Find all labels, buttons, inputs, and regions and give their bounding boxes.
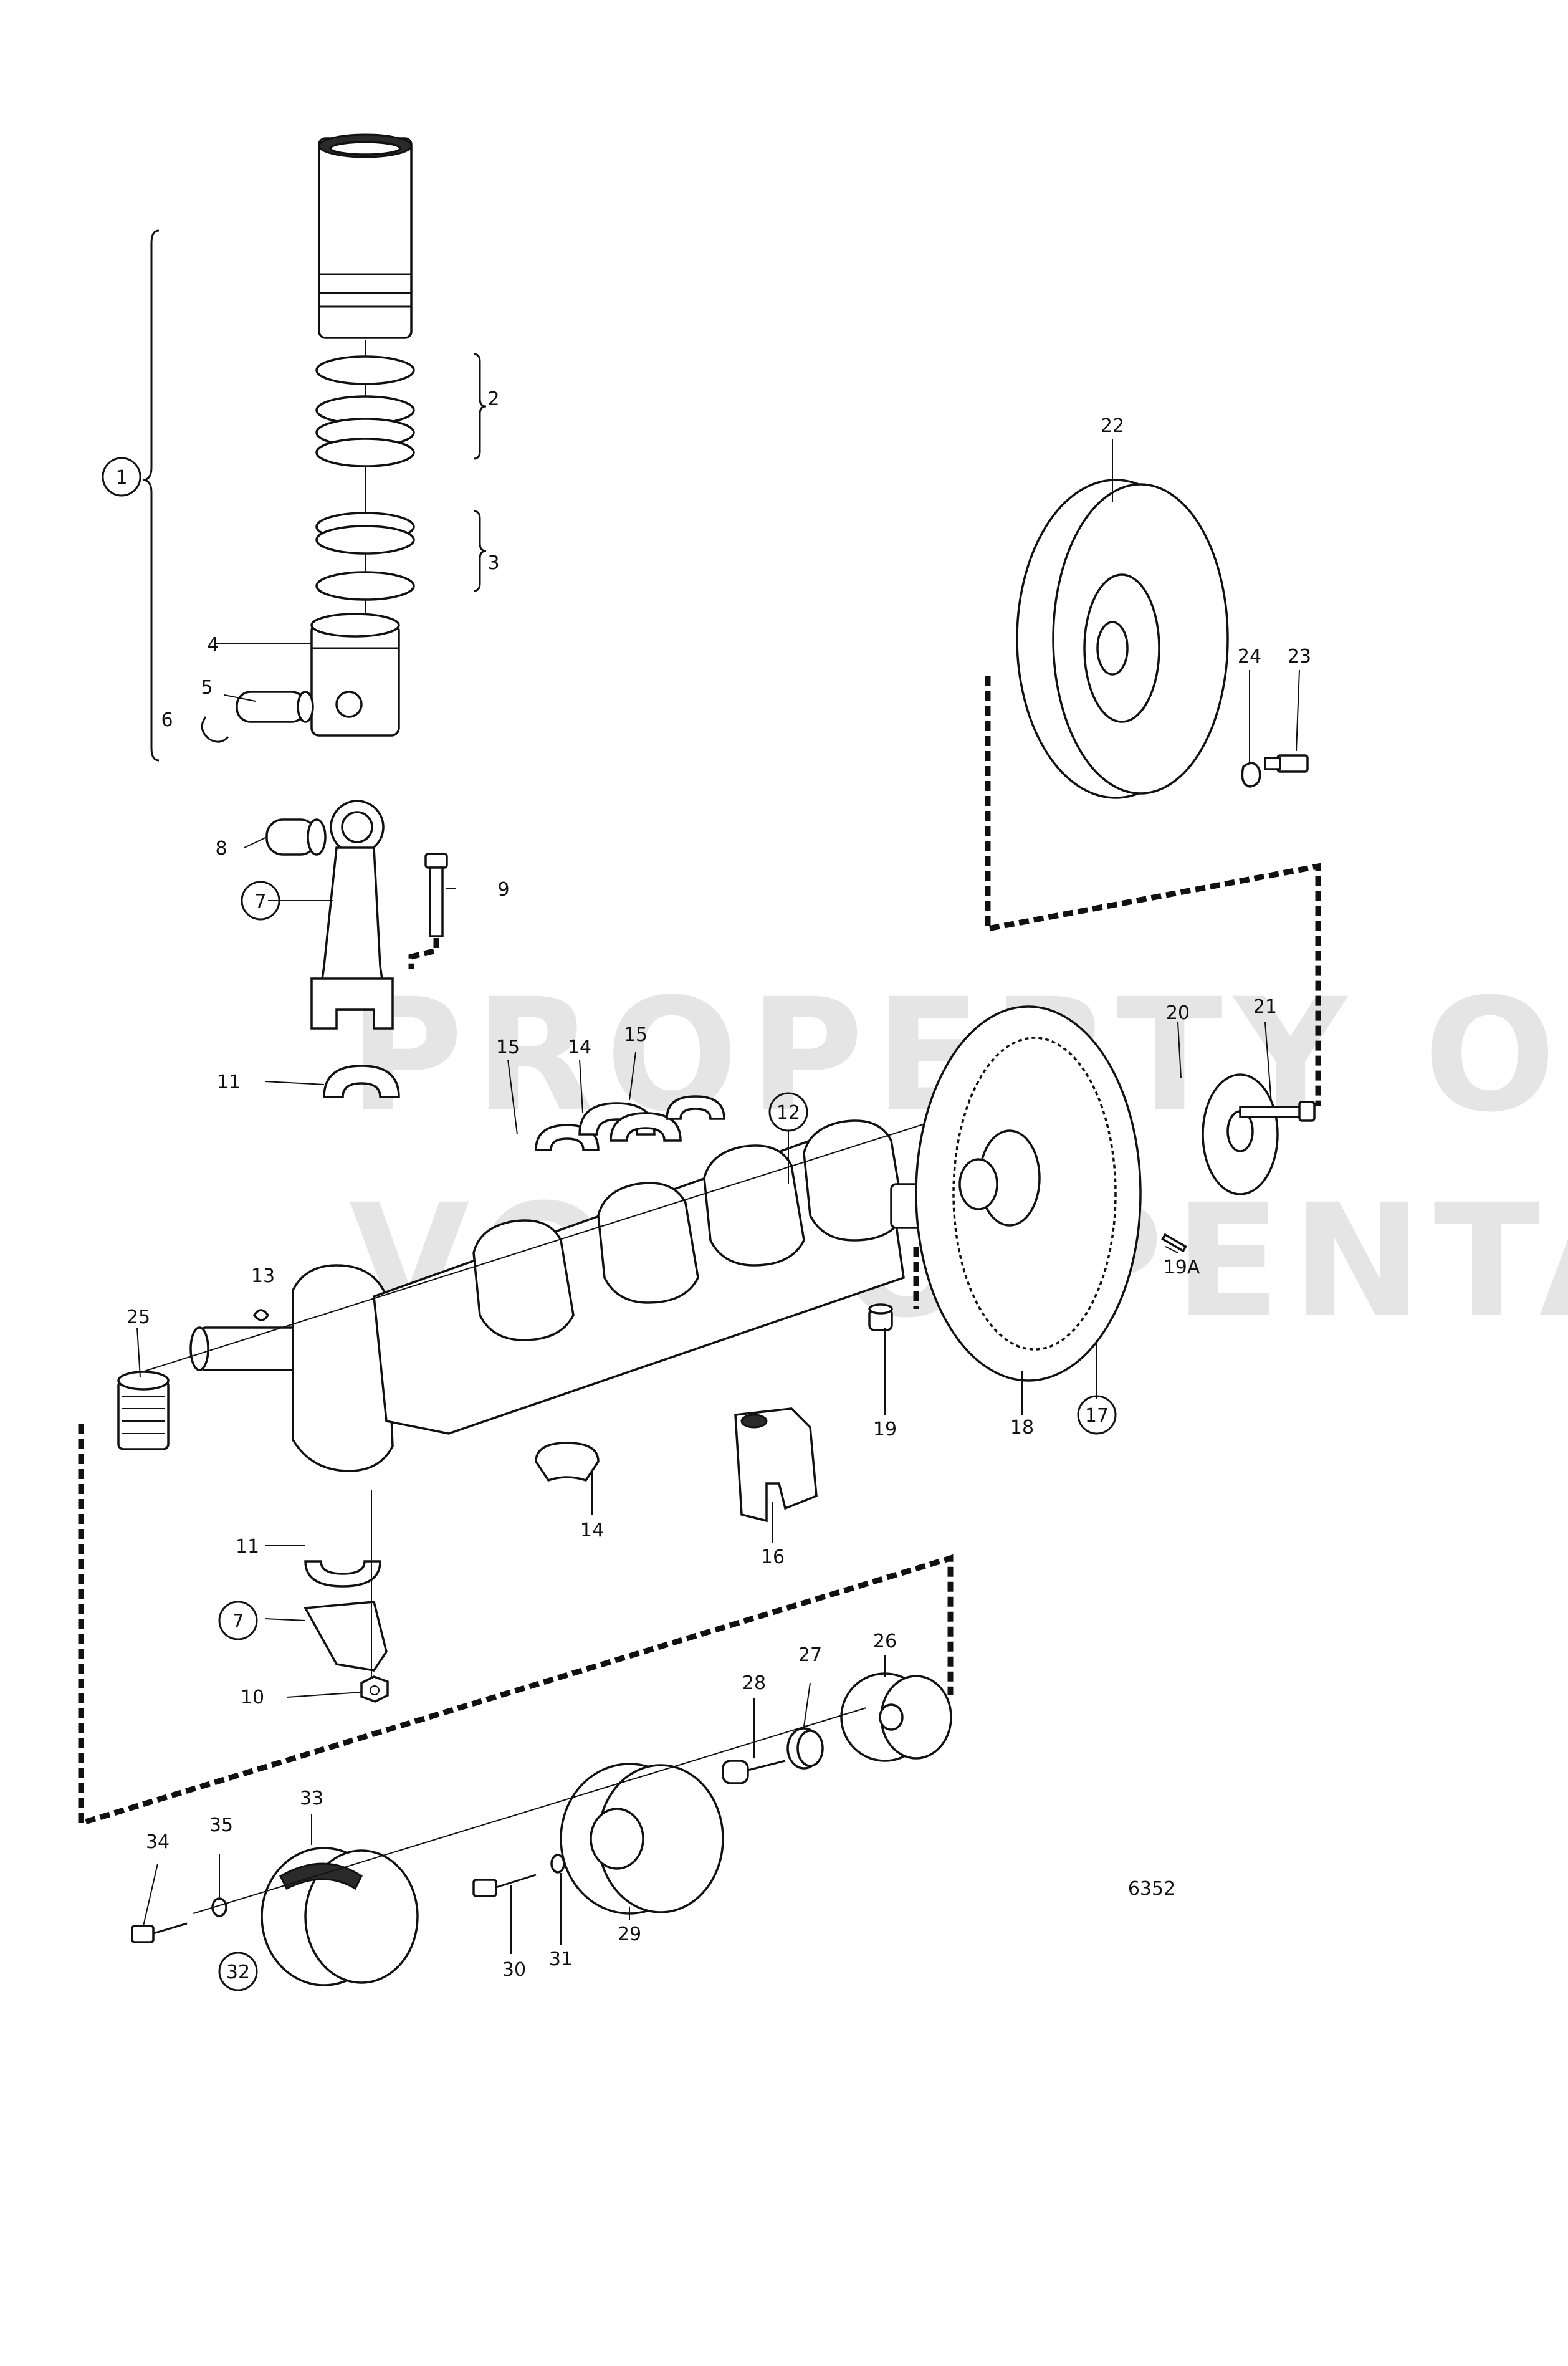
callout-7-upper: 7 <box>254 891 266 912</box>
leader-lines <box>136 439 1300 1954</box>
callout-28: 28 <box>742 1672 766 1694</box>
flywheel-bolt <box>1239 1101 1316 1122</box>
bracket-oil-rings <box>473 510 487 592</box>
circlip <box>201 716 229 743</box>
crankshaft-pulley <box>560 1763 724 1915</box>
dowel-pin <box>1161 1233 1187 1253</box>
connecting-rod <box>310 800 394 1030</box>
pulley-washer <box>550 1854 565 1874</box>
callout-26: 26 <box>873 1631 897 1652</box>
pulley-hub <box>840 1672 952 1762</box>
callout-2: 2 <box>487 388 499 410</box>
callout-15-right: 15 <box>624 1024 648 1046</box>
callout-5: 5 <box>201 677 213 699</box>
hub-washer <box>786 1727 824 1770</box>
callout-11-lower: 11 <box>236 1536 259 1558</box>
damper-bolt <box>131 1922 188 1943</box>
hub-bolt <box>722 1760 786 1784</box>
main-bearing-cap <box>734 1407 818 1523</box>
bearing-shell-lower <box>304 1560 381 1588</box>
callout-12: 12 <box>777 1102 800 1124</box>
callout-25: 25 <box>127 1306 150 1328</box>
callout-20: 20 <box>1166 1002 1190 1024</box>
piston-pin <box>236 691 314 723</box>
callout-18: 18 <box>1010 1417 1034 1439</box>
callout-19: 19 <box>873 1419 897 1440</box>
callout-14-lower: 14 <box>580 1520 604 1541</box>
connecting-rod-bolt <box>424 853 448 937</box>
pulley-bolt <box>472 1874 537 1897</box>
callout-30: 30 <box>502 1959 526 1981</box>
callout-29: 29 <box>618 1923 641 1945</box>
connecting-rod-cap <box>304 1601 388 1672</box>
callout-31: 31 <box>549 1948 573 1970</box>
callout-23: 23 <box>1288 646 1311 668</box>
bearing-shell-upper <box>323 1065 400 1098</box>
crankshaft-gear <box>117 1371 170 1450</box>
callout-11-upper: 11 <box>217 1071 241 1093</box>
small-end-bushing <box>265 818 327 856</box>
center-line-pulley <box>193 1707 867 1914</box>
callout-27: 27 <box>798 1644 822 1666</box>
callout-4: 4 <box>207 634 219 656</box>
callout-3: 3 <box>487 552 499 574</box>
callout-13: 13 <box>251 1265 275 1287</box>
callout-labels: 1 2 3 4 5 6 7 7 8 9 10 11 11 12 13 14 14… <box>115 388 1311 1983</box>
piston-rings-oil <box>315 512 415 601</box>
cylinder-liner <box>318 133 413 339</box>
callout-10: 10 <box>241 1687 264 1708</box>
callout-19a: 19A <box>1164 1257 1200 1278</box>
callout-17: 17 <box>1085 1405 1109 1427</box>
callout-24: 24 <box>1238 646 1261 668</box>
callout-circles <box>102 457 1117 1991</box>
main-bearing-shell-lower <box>535 1442 600 1482</box>
piston <box>310 613 400 737</box>
bracket-compression-rings <box>473 353 487 460</box>
callout-21: 21 <box>1253 996 1277 1018</box>
dashed-link-drive-plate <box>985 676 1321 1106</box>
piston-rings-compression <box>315 355 415 467</box>
callout-14-upper: 14 <box>568 1037 591 1058</box>
pilot-bearing <box>868 1303 893 1331</box>
thrust-washer-right <box>666 1095 725 1120</box>
callout-34: 34 <box>146 1831 170 1853</box>
woodruff-key <box>252 1309 270 1321</box>
dashed-link-bolt <box>408 938 439 969</box>
callout-32: 32 <box>226 1961 250 1983</box>
callout-7-lower: 7 <box>232 1611 244 1632</box>
callout-33: 33 <box>300 1788 323 1809</box>
drive-plate <box>1016 479 1229 799</box>
flywheel <box>915 1005 1142 1382</box>
callout-1: 1 <box>115 467 127 489</box>
callout-6: 6 <box>161 709 173 731</box>
washer-plate <box>1241 762 1261 788</box>
callout-22: 22 <box>1101 415 1124 437</box>
flywheel-flange <box>1202 1073 1279 1195</box>
rod-nut <box>360 1675 389 1703</box>
main-bearing-shell-upper-b <box>610 1112 682 1142</box>
center-line-crank <box>124 1096 1010 1378</box>
drive-plate-bolt <box>1264 754 1309 773</box>
figure-number: 6352 <box>1128 1878 1175 1900</box>
callout-15-left: 15 <box>496 1037 520 1058</box>
callout-8: 8 <box>215 838 227 860</box>
callout-35: 35 <box>209 1814 233 1836</box>
callout-16: 16 <box>761 1546 785 1568</box>
callout-9: 9 <box>497 879 509 901</box>
dashed-link-pulley <box>78 1424 954 1827</box>
vibration-damper <box>261 1847 419 1986</box>
bracket-piston-assembly <box>142 229 160 762</box>
